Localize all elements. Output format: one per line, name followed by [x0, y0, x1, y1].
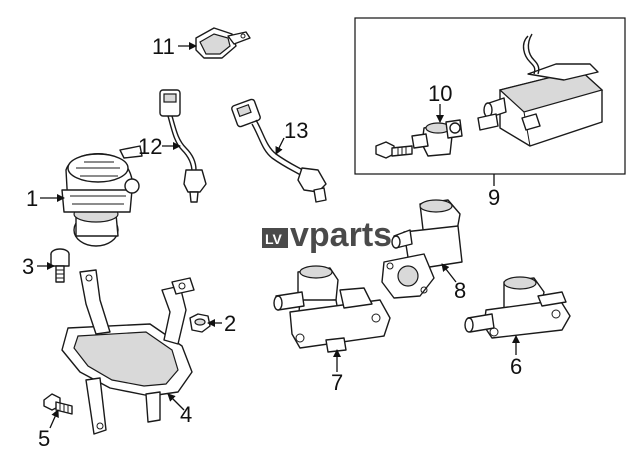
part-9-charcoal-canister[interactable] [477, 33, 604, 147]
callout-12: 12 [138, 134, 162, 159]
leader-lines [37, 42, 520, 429]
part-4-bracket[interactable] [61, 269, 195, 435]
callout-5: 5 [38, 426, 50, 451]
callout-6: 6 [510, 354, 522, 379]
leader-5 [49, 409, 59, 429]
inset-frame [354, 17, 626, 175]
callout-1: 1 [26, 186, 38, 211]
part-11-sensor-bracket[interactable] [195, 27, 251, 59]
part-5-bolt[interactable] [43, 393, 73, 415]
watermark-mark [262, 228, 288, 248]
part-6-valve[interactable] [464, 276, 571, 339]
part-13-oxygen-sensor[interactable] [231, 98, 327, 203]
callout-10: 10 [428, 81, 452, 106]
callout-4: 4 [180, 402, 192, 427]
watermark-text: vparts [290, 216, 392, 254]
leader-4 [167, 393, 185, 411]
part-8-valve[interactable] [381, 199, 463, 299]
callout-2: 2 [224, 311, 236, 336]
callout-9: 9 [488, 185, 500, 210]
leader-8 [441, 263, 457, 283]
callout-8: 8 [454, 278, 466, 303]
callout-13: 13 [284, 118, 308, 143]
part-7-air-switching-valve[interactable] [273, 265, 391, 353]
part-12-oxygen-sensor[interactable] [159, 89, 207, 203]
part-1-air-pump[interactable] [61, 145, 143, 247]
watermark: LV vparts [262, 216, 392, 254]
callout-3: 3 [22, 254, 34, 279]
watermark-prefix: LV [265, 231, 283, 247]
callout-11: 11 [152, 34, 175, 59]
part-2-nut[interactable] [189, 313, 211, 333]
leader-13 [275, 137, 285, 155]
part-10-vsv-valve[interactable] [375, 119, 463, 159]
callout-labels: 1 2 3 4 5 6 7 8 9 10 11 12 13 [22, 34, 522, 451]
callout-7: 7 [331, 370, 343, 395]
part-3-stud[interactable] [50, 248, 70, 283]
